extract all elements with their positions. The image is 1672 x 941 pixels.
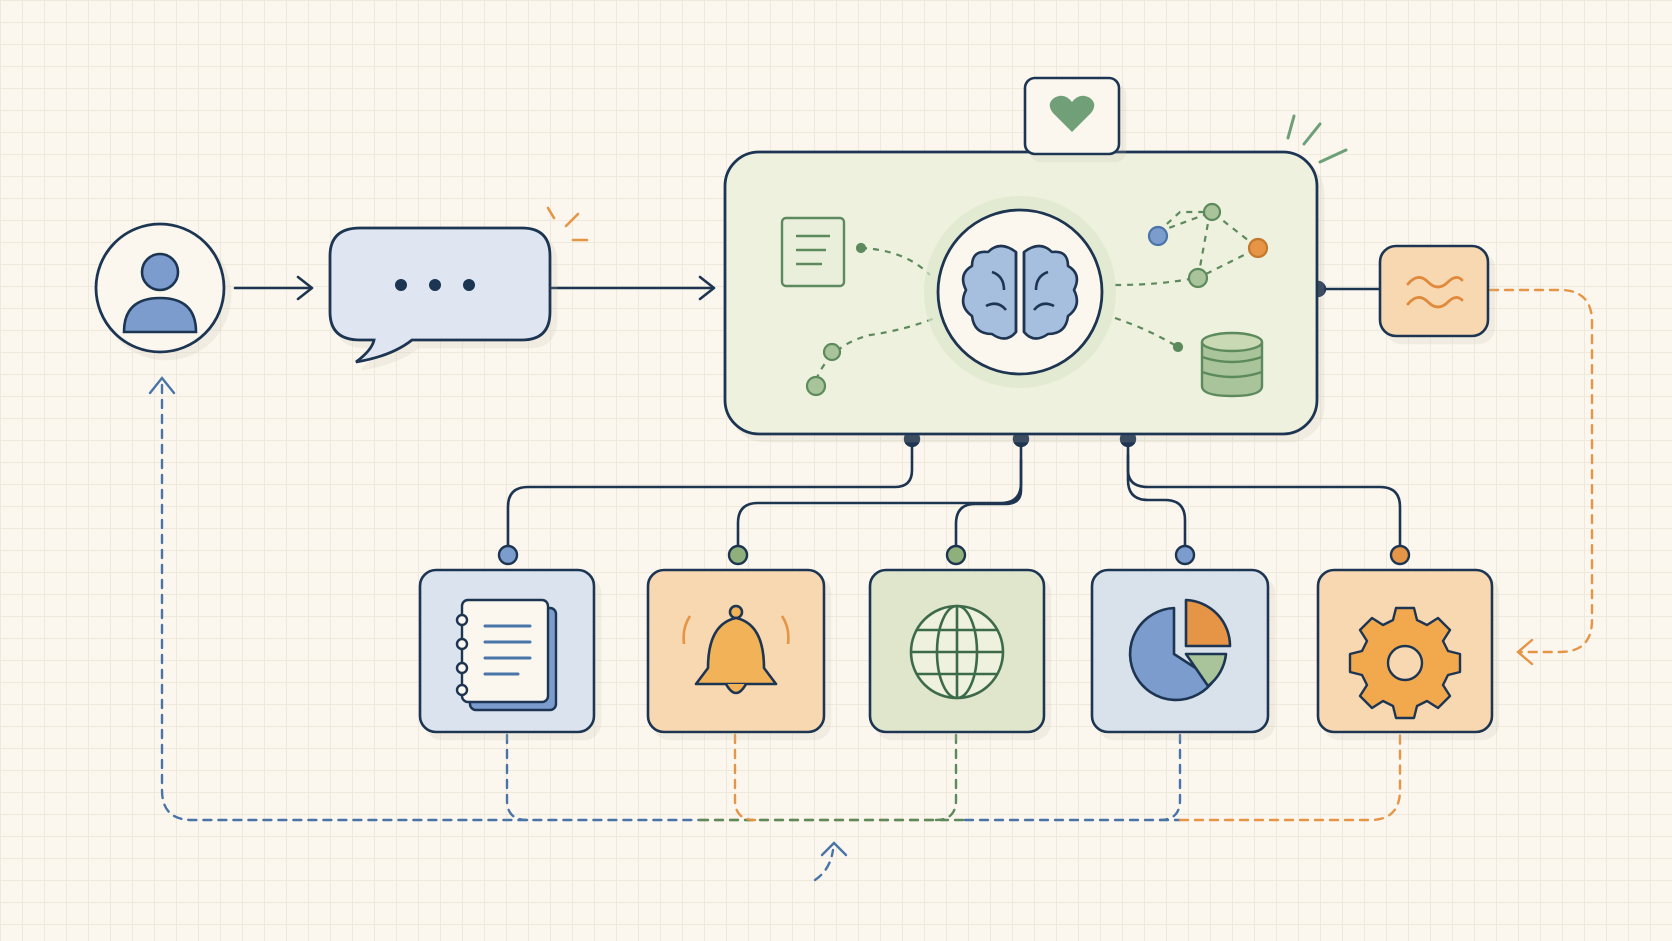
drop-notebook <box>505 733 529 822</box>
output-node[interactable] <box>1378 244 1490 338</box>
path-dots-icon <box>805 242 867 397</box>
tool-pie-chart[interactable] <box>1090 568 1270 734</box>
branch-notebook <box>506 437 914 557</box>
globe-port <box>945 544 967 566</box>
bottom-arrow-head <box>820 841 848 857</box>
arrow-into-gear <box>1516 638 1534 666</box>
gear-icon <box>1348 606 1462 720</box>
message-bubble[interactable] <box>328 226 552 364</box>
document-icon <box>780 216 846 288</box>
user-node[interactable] <box>94 222 226 354</box>
tool-gear[interactable] <box>1316 568 1494 734</box>
tool-notebook[interactable] <box>418 568 596 734</box>
arrow-up-to-user <box>148 376 176 395</box>
drop-bell <box>733 733 757 822</box>
network-graph-icon <box>1147 202 1269 353</box>
user-icon <box>122 252 198 334</box>
branch-gear <box>1126 453 1402 557</box>
branch-chart <box>1126 437 1187 557</box>
user-to-message-arrow <box>296 275 314 301</box>
solid-connectors <box>233 156 1402 557</box>
pie-chart-icon <box>1128 598 1232 702</box>
bell-port <box>727 544 749 566</box>
drop-chart <box>1158 733 1182 822</box>
message-to-hub-arrow <box>698 275 716 301</box>
drop-globe <box>934 733 958 822</box>
feedback-segment-orange-right <box>1178 733 1402 822</box>
gear-port <box>1389 544 1411 566</box>
feedback-loops <box>148 288 1594 882</box>
notebook-icon <box>455 598 558 712</box>
notebook-port <box>497 544 519 566</box>
branch-globe <box>954 458 1023 557</box>
signal-marks-icon <box>1286 114 1348 164</box>
bottom-dashed-arrow <box>813 848 835 882</box>
typing-dots-icon <box>395 279 475 291</box>
chart-port <box>1174 544 1196 566</box>
brain-icon <box>961 244 1079 340</box>
wave-icon <box>1406 276 1464 309</box>
feedback-line-to-user <box>160 383 702 822</box>
tool-globe[interactable] <box>868 568 1046 734</box>
globe-icon <box>909 604 1005 700</box>
bell-icon <box>682 604 790 695</box>
heart-node[interactable] <box>1023 76 1121 156</box>
tool-bell[interactable] <box>646 568 826 734</box>
sparkle-icon <box>546 206 589 242</box>
brain-core[interactable] <box>924 196 1116 388</box>
heart-icon <box>1049 95 1095 132</box>
database-icon <box>1200 331 1264 398</box>
output-to-gear-loop <box>1488 288 1594 654</box>
branch-bell <box>736 437 1023 557</box>
